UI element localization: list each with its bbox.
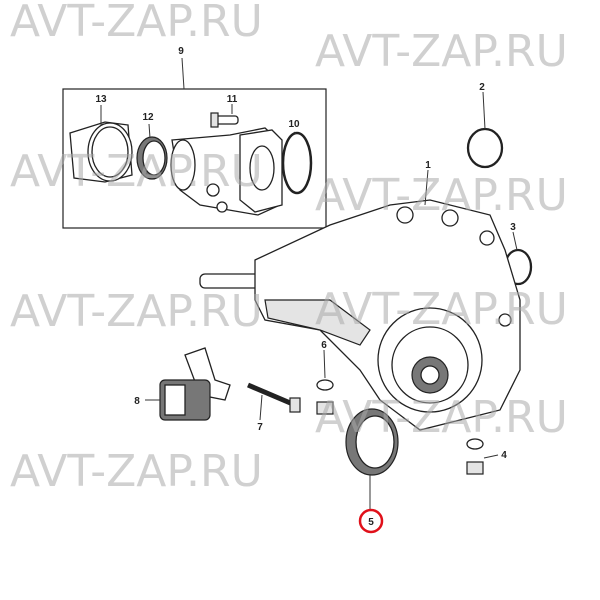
callout-1[interactable]: 1 <box>425 160 431 171</box>
part-11-bolt <box>210 112 239 128</box>
callout-4[interactable]: 4 <box>501 450 507 461</box>
callout-6[interactable]: 6 <box>321 340 327 351</box>
assembly-9-box <box>62 88 327 229</box>
callout-11[interactable]: 11 <box>227 94 238 105</box>
part-13-sleeve <box>69 121 133 183</box>
callout-3[interactable]: 3 <box>510 222 516 233</box>
callout-10[interactable]: 10 <box>288 119 300 130</box>
callout-2[interactable]: 2 <box>479 82 485 93</box>
callout-5-highlight <box>358 508 384 534</box>
part-12-seal <box>136 136 168 180</box>
leader-lines <box>100 91 518 510</box>
callout-7[interactable]: 7 <box>257 422 263 433</box>
part-4-plug <box>466 438 484 475</box>
callout-8[interactable]: 8 <box>134 396 140 407</box>
part-5-seal <box>345 408 399 476</box>
part-7-bolt <box>247 382 301 413</box>
callout-12[interactable]: 12 <box>142 112 154 123</box>
part-8-bracket <box>159 347 231 421</box>
callout-5[interactable]: 5 <box>368 517 374 528</box>
part-2-oring <box>466 127 504 169</box>
part-10-oring <box>281 131 313 195</box>
part-6-plug <box>316 379 334 415</box>
part-9-housing <box>170 127 283 216</box>
callout-9[interactable]: 9 <box>178 46 184 57</box>
part-1-transfer-case <box>199 199 521 431</box>
callout-13[interactable]: 13 <box>95 94 107 105</box>
